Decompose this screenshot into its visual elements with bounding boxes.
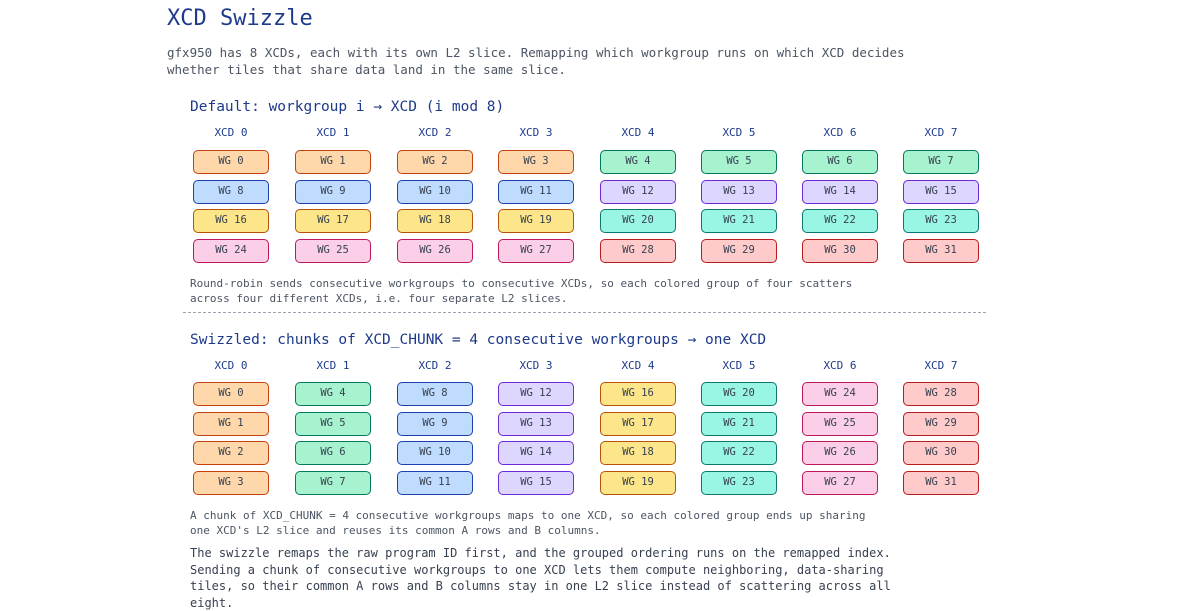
default-workgroup-box: WG 31 (903, 239, 979, 263)
swizzled-workgroup-box: WG 19 (600, 471, 676, 495)
swizzled-workgroup-box: WG 15 (498, 471, 574, 495)
swizzled-workgroup-box: WG 18 (600, 441, 676, 465)
default-xcd-label: XCD 1 (316, 126, 350, 139)
swizzled-workgroup-box: WG 30 (903, 441, 979, 465)
default-workgroup-box: WG 23 (903, 209, 979, 233)
default-workgroup-box: WG 7 (903, 150, 979, 174)
swizzled-workgroup-box: WG 13 (498, 412, 574, 436)
default-workgroup-box: WG 8 (193, 180, 269, 204)
swizzled-workgroup-box: WG 2 (193, 441, 269, 465)
default-workgroup-box: WG 26 (397, 239, 473, 263)
default-workgroup-box: WG 14 (802, 180, 878, 204)
default-caption: Round-robin sends consecutive workgroups… (190, 277, 853, 305)
default-xcd-label: XCD 5 (722, 126, 756, 139)
summary-text: The swizzle remaps the raw program ID fi… (190, 546, 891, 610)
swizzled-workgroup-box: WG 12 (498, 382, 574, 406)
default-workgroup-box: WG 13 (701, 180, 777, 204)
default-workgroup-box: WG 5 (701, 150, 777, 174)
swizzled-caption: A chunk of XCD_CHUNK = 4 consecutive wor… (190, 509, 866, 537)
swizzled-workgroup-box: WG 26 (802, 441, 878, 465)
swizzled-workgroup-box: WG 6 (295, 441, 371, 465)
default-xcd-label: XCD 6 (823, 126, 857, 139)
swizzled-workgroup-box: WG 4 (295, 382, 371, 406)
swizzled-workgroup-box: WG 25 (802, 412, 878, 436)
default-workgroup-box: WG 15 (903, 180, 979, 204)
swizzled-xcd-label: XCD 0 (214, 359, 248, 372)
intro-text: gfx950 has 8 XCDs, each with its own L2 … (167, 45, 905, 77)
swizzled-workgroup-box: WG 3 (193, 471, 269, 495)
default-workgroup-box: WG 16 (193, 209, 269, 233)
default-workgroup-box: WG 29 (701, 239, 777, 263)
default-workgroup-box: WG 25 (295, 239, 371, 263)
default-workgroup-box: WG 30 (802, 239, 878, 263)
swizzled-xcd-label: XCD 6 (823, 359, 857, 372)
default-workgroup-box: WG 20 (600, 209, 676, 233)
swizzled-workgroup-box: WG 9 (397, 412, 473, 436)
swizzled-workgroup-box: WG 17 (600, 412, 676, 436)
default-workgroup-box: WG 4 (600, 150, 676, 174)
swizzled-workgroup-box: WG 27 (802, 471, 878, 495)
section-divider (183, 312, 986, 313)
swizzled-workgroup-box: WG 10 (397, 441, 473, 465)
default-workgroup-box: WG 11 (498, 180, 574, 204)
swizzled-xcd-label: XCD 4 (621, 359, 655, 372)
swizzled-workgroup-box: WG 29 (903, 412, 979, 436)
swizzled-workgroup-box: WG 11 (397, 471, 473, 495)
default-workgroup-box: WG 9 (295, 180, 371, 204)
default-workgroup-box: WG 6 (802, 150, 878, 174)
default-workgroup-box: WG 10 (397, 180, 473, 204)
default-workgroup-box: WG 18 (397, 209, 473, 233)
swizzled-xcd-label: XCD 7 (924, 359, 958, 372)
swizzled-xcd-label: XCD 3 (519, 359, 553, 372)
swizzled-workgroup-box: WG 20 (701, 382, 777, 406)
swizzled-workgroup-box: WG 21 (701, 412, 777, 436)
swizzled-xcd-label: XCD 1 (316, 359, 350, 372)
default-workgroup-box: WG 0 (193, 150, 269, 174)
default-xcd-label: XCD 4 (621, 126, 655, 139)
default-workgroup-box: WG 24 (193, 239, 269, 263)
default-xcd-label: XCD 2 (418, 126, 452, 139)
swizzled-workgroup-box: WG 1 (193, 412, 269, 436)
default-heading: Default: workgroup i → XCD (i mod 8) (190, 99, 505, 115)
swizzled-workgroup-box: WG 14 (498, 441, 574, 465)
page-title: XCD Swizzle (167, 6, 313, 31)
swizzled-xcd-label: XCD 5 (722, 359, 756, 372)
default-workgroup-box: WG 3 (498, 150, 574, 174)
swizzled-heading: Swizzled: chunks of XCD_CHUNK = 4 consec… (190, 332, 767, 348)
swizzled-workgroup-box: WG 0 (193, 382, 269, 406)
swizzled-workgroup-box: WG 7 (295, 471, 371, 495)
default-workgroup-box: WG 2 (397, 150, 473, 174)
swizzled-workgroup-box: WG 31 (903, 471, 979, 495)
default-workgroup-box: WG 22 (802, 209, 878, 233)
default-workgroup-box: WG 28 (600, 239, 676, 263)
swizzled-workgroup-box: WG 22 (701, 441, 777, 465)
default-workgroup-box: WG 21 (701, 209, 777, 233)
swizzled-workgroup-box: WG 5 (295, 412, 371, 436)
swizzled-xcd-label: XCD 2 (418, 359, 452, 372)
swizzled-workgroup-box: WG 8 (397, 382, 473, 406)
default-xcd-label: XCD 3 (519, 126, 553, 139)
default-workgroup-box: WG 17 (295, 209, 371, 233)
default-workgroup-box: WG 1 (295, 150, 371, 174)
default-xcd-label: XCD 7 (924, 126, 958, 139)
swizzled-workgroup-box: WG 23 (701, 471, 777, 495)
default-workgroup-box: WG 12 (600, 180, 676, 204)
swizzled-workgroup-box: WG 28 (903, 382, 979, 406)
default-xcd-label: XCD 0 (214, 126, 248, 139)
default-workgroup-box: WG 27 (498, 239, 574, 263)
default-workgroup-box: WG 19 (498, 209, 574, 233)
swizzled-workgroup-box: WG 16 (600, 382, 676, 406)
swizzled-workgroup-box: WG 24 (802, 382, 878, 406)
